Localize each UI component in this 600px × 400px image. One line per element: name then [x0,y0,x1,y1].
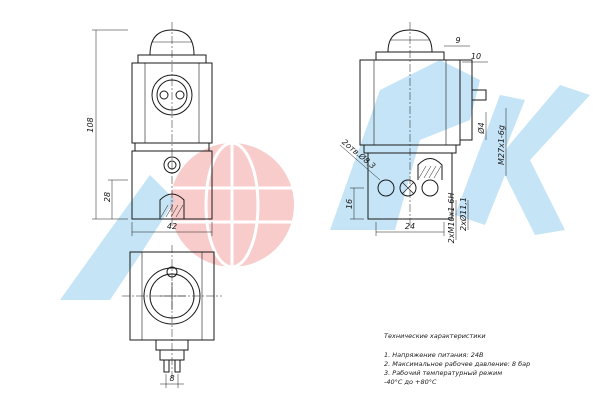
side-view [359,22,487,228]
side-port-1 [377,179,395,197]
dim-8-label: 8 [169,374,174,383]
notes-item-3: 3. Рабочий температурный режим [384,369,503,377]
side-port-2 [399,179,417,197]
watermark [60,60,590,300]
front-dimensions: 108 28 42 [86,29,213,236]
dim-10-label: 10 [471,52,481,61]
top-view [122,245,222,378]
top-dimensions: 8 [160,374,184,388]
top-pin-2 [174,359,181,373]
dim-dia4-label: Ø4 [476,122,486,134]
watermark-letter-s [60,175,175,300]
side-indicator-dome [387,29,433,53]
dim-42-label: 42 [167,222,177,231]
dim-24-label: 24 [405,222,415,231]
notes-item-2: 2. Максимальное рабочее давление: 8 бар [384,360,531,368]
technical-notes: Технические характеристики 1. Напряжение… [384,332,594,387]
side-port-3 [421,179,439,197]
dim-m27-label: M27х1-6g [497,125,506,165]
dim-m10-label: 2хM10х1-6Н [447,193,456,244]
side-pin [471,89,487,101]
notes-title: Технические характеристики [384,332,486,340]
notes-item-1: 1. Напряжение питания: 24В [384,351,484,359]
top-pin-1 [163,359,170,373]
side-outlet-section [417,158,443,180]
dim-dia11-label: 2хØ11,1 [458,197,468,231]
notes-item-4: -40°С до +80°С [384,378,437,386]
dim-28-label: 28 [103,192,112,202]
dim-9-label: 9 [455,36,460,45]
watermark-globe-icon [170,141,294,269]
dim-108-label: 108 [86,117,95,132]
dim-16-label: 16 [345,199,354,209]
watermark-letter-k [455,85,590,235]
watermark-letters [60,60,590,300]
front-view [131,22,213,228]
